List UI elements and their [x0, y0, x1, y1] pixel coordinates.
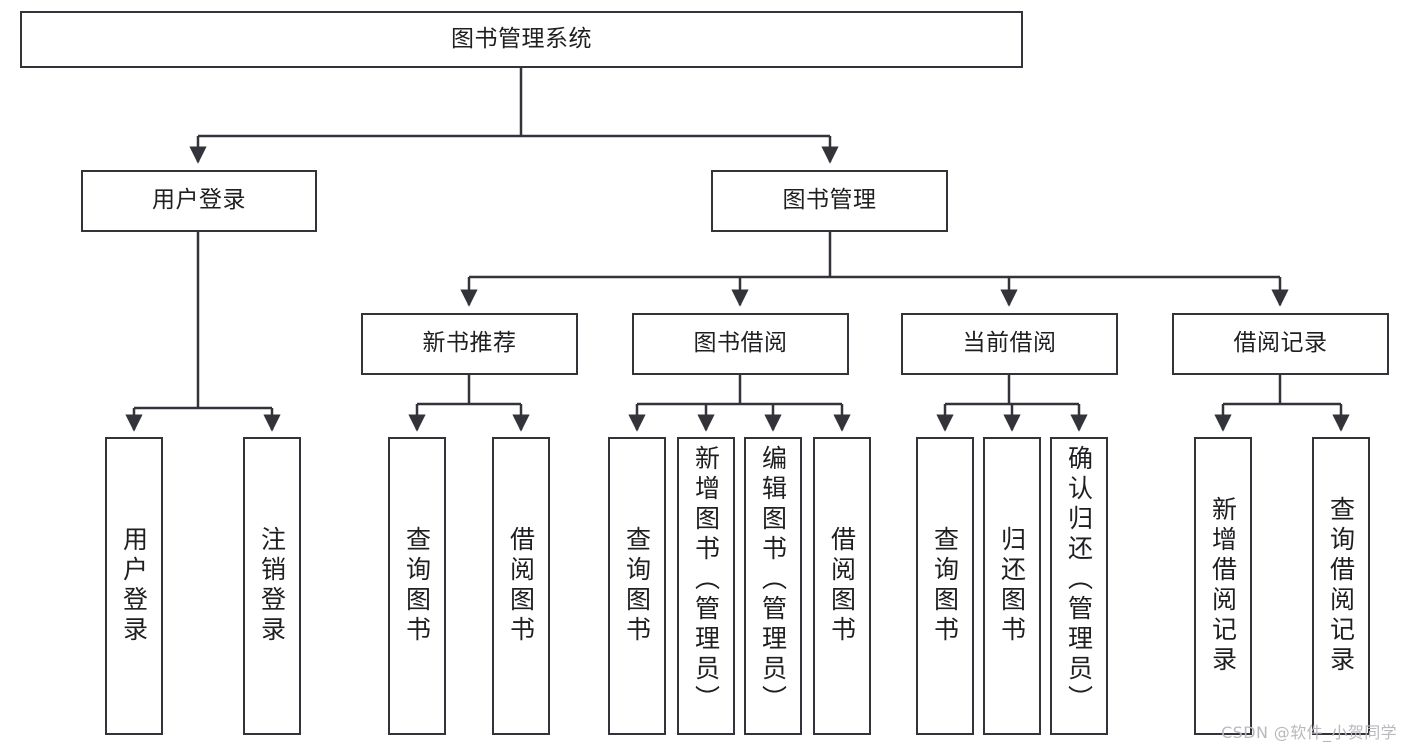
node-label: 归还图书 — [997, 526, 1027, 646]
node-leaf-confirm-return-admin[interactable]: 确认归还（管理员） — [1050, 437, 1108, 735]
node-leaf-search-book-current[interactable]: 查询图书 — [916, 437, 974, 735]
watermark: CSDN @软件_小贺同学 — [1221, 723, 1397, 742]
node-label: 用户登录 — [152, 187, 246, 214]
node-label: 借阅图书 — [506, 526, 536, 646]
node-label: 查询图书 — [930, 526, 960, 646]
node-label: 图书借阅 — [693, 330, 788, 357]
node-leaf-user-login[interactable]: 用户登录 — [105, 437, 163, 735]
node-book-borrow[interactable]: 图书借阅 — [632, 313, 849, 375]
node-label: 借阅图书 — [827, 526, 857, 646]
node-leaf-add-book-admin[interactable]: 新增图书（管理员） — [677, 437, 735, 735]
node-label: 注销登录 — [257, 526, 287, 646]
node-user-login[interactable]: 用户登录 — [81, 170, 317, 232]
node-label: 借阅记录 — [1233, 330, 1328, 357]
node-label: 查询图书 — [622, 526, 652, 646]
node-label: 图书管理系统 — [451, 25, 592, 52]
node-label: 当前借阅 — [962, 330, 1057, 357]
node-root-book-management-system[interactable]: 图书管理系统 — [20, 11, 1023, 68]
node-label: 用户登录 — [119, 526, 149, 646]
node-leaf-logout[interactable]: 注销登录 — [243, 437, 301, 735]
node-leaf-edit-book-admin[interactable]: 编辑图书（管理员） — [744, 437, 802, 735]
node-label: 新书推荐 — [422, 330, 517, 357]
node-leaf-borrow-book[interactable]: 借阅图书 — [813, 437, 871, 735]
node-leaf-search-book-borrow[interactable]: 查询图书 — [608, 437, 666, 735]
node-label: 图书管理 — [782, 187, 877, 214]
node-leaf-add-borrow-record[interactable]: 新增借阅记录 — [1194, 437, 1252, 735]
node-label: 查询借阅记录 — [1326, 496, 1356, 676]
node-label: 新增借阅记录 — [1208, 496, 1238, 676]
node-book-management[interactable]: 图书管理 — [711, 170, 948, 232]
node-label: 新增图书（管理员） — [691, 445, 721, 715]
node-label: 确认归还（管理员） — [1064, 445, 1094, 715]
node-borrow-record[interactable]: 借阅记录 — [1172, 313, 1389, 375]
node-leaf-borrow-book-recommend[interactable]: 借阅图书 — [492, 437, 550, 735]
node-new-book-recommend[interactable]: 新书推荐 — [361, 313, 578, 375]
node-current-borrow[interactable]: 当前借阅 — [901, 313, 1118, 375]
node-label: 编辑图书（管理员） — [758, 445, 788, 715]
node-leaf-return-book[interactable]: 归还图书 — [983, 437, 1041, 735]
node-label: 查询图书 — [402, 526, 432, 646]
node-leaf-search-borrow-record[interactable]: 查询借阅记录 — [1312, 437, 1370, 735]
node-leaf-search-book-recommend[interactable]: 查询图书 — [388, 437, 446, 735]
